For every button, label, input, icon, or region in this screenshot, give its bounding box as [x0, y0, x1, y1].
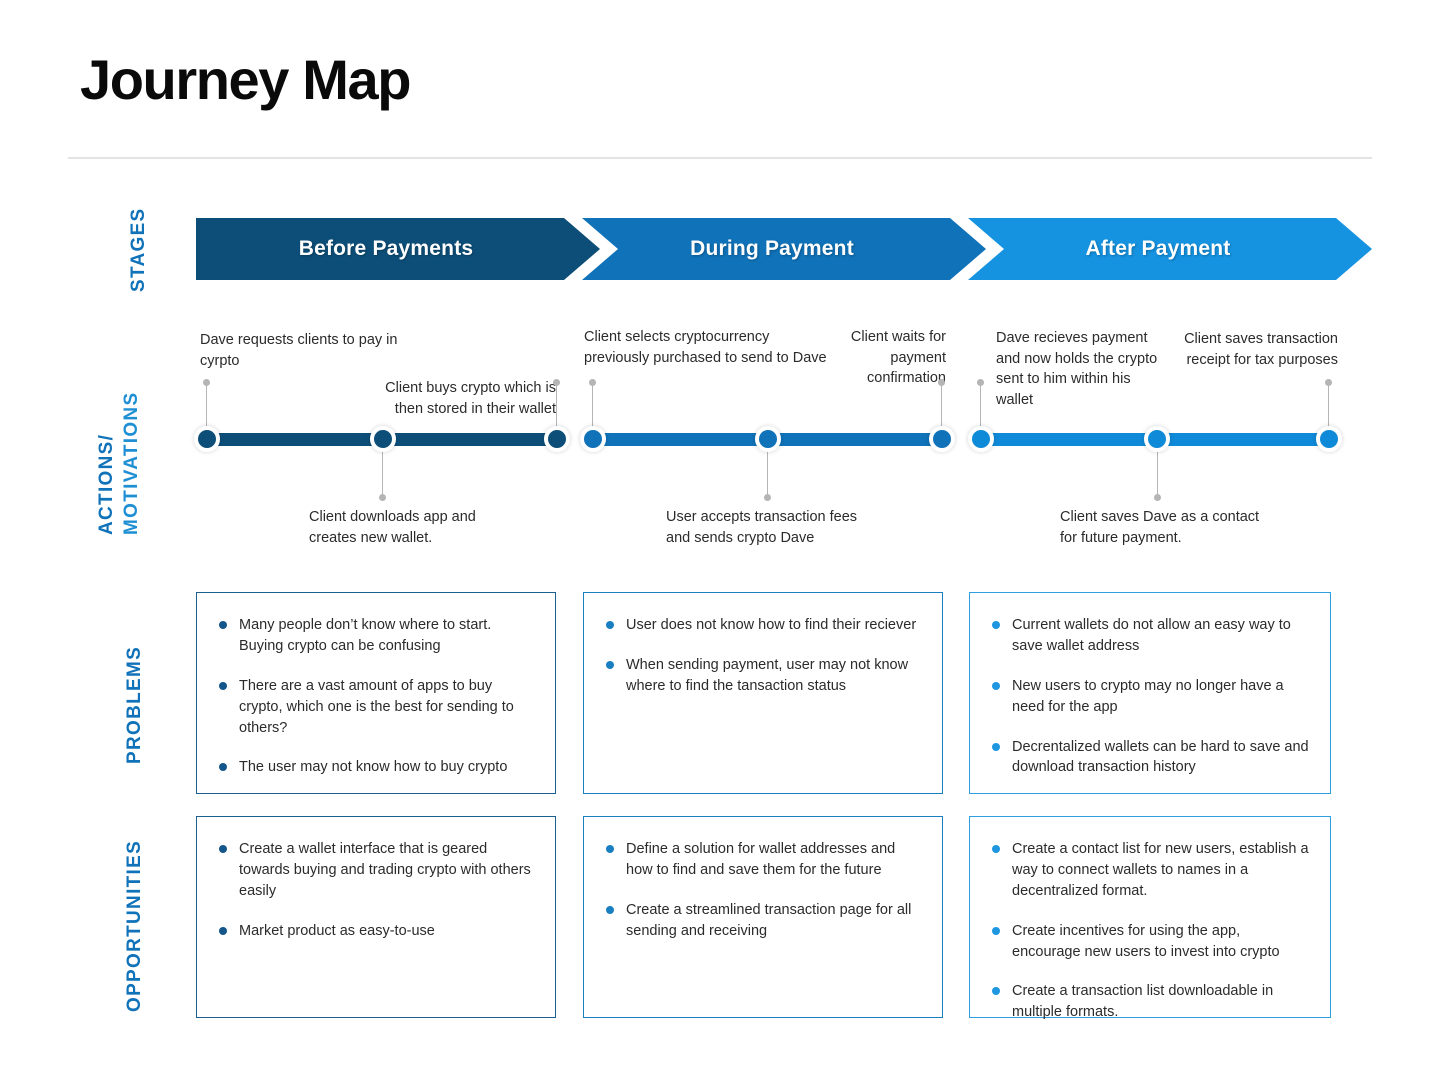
action-note: Client buys crypto which is then stored … [385, 380, 556, 417]
list-item-text: Create a transaction list downloadable i… [1012, 983, 1274, 1021]
leader-line [203, 379, 210, 428]
action-note: Client selects cryptocurrency previously… [584, 329, 827, 366]
leader-line [977, 379, 984, 428]
list-item-text: When sending payment, user may not know … [626, 656, 909, 694]
list-item: Create a transaction list downloadable i… [990, 981, 1310, 1023]
bullet-icon [219, 926, 227, 935]
leader-line [938, 379, 945, 428]
actions-timeline: Dave requests clients to pay in cyrpto C… [0, 300, 1440, 560]
leader-line [589, 379, 596, 428]
problems-list: Many people don’t know where to start. B… [217, 615, 535, 778]
bullet-icon [992, 987, 1000, 996]
action-note: Client waits for payment confirmation [850, 329, 946, 387]
action-note: Client downloads app and creates new wal… [309, 509, 476, 546]
timeline-node[interactable] [194, 426, 220, 452]
list-item-text: New users to crypto may no longer have a… [1012, 677, 1284, 715]
list-item: New users to crypto may no longer have a… [990, 676, 1310, 718]
timeline-node[interactable] [1144, 426, 1170, 452]
stages-banner: Before Payments During Payment After Pay… [196, 218, 1372, 280]
bullet-icon [992, 845, 1000, 853]
opportunities-panel-stage-2: Define a solution for wallet addresses a… [583, 816, 943, 1018]
list-item: Market product as easy-to-use [217, 921, 535, 942]
opportunities-panel-stage-3: Create a contact list for new users, est… [969, 816, 1331, 1020]
list-item: Decrentalized wallets can be hard to sav… [990, 737, 1310, 779]
timeline-node[interactable] [544, 426, 570, 452]
list-item-text: Create a contact list for new users, est… [1012, 841, 1309, 899]
opportunities-panel-stage-1: Create a wallet interface that is geared… [196, 816, 556, 1018]
row-label-opportunities: OPPORTUNITIES [124, 839, 145, 1012]
problems-panel-stage-3: Current wallets do not allow an easy way… [969, 592, 1331, 794]
opportunities-list: Create a contact list for new users, est… [990, 839, 1310, 1023]
list-item-text: Decrentalized wallets can be hard to sav… [1012, 738, 1309, 776]
list-item: Create a contact list for new users, est… [990, 839, 1310, 902]
timeline-node[interactable] [929, 426, 955, 452]
problems-list: Current wallets do not allow an easy way… [990, 615, 1310, 778]
leader-line [1154, 450, 1161, 501]
stage-label: Before Payments [298, 237, 474, 260]
leader-line [379, 450, 386, 501]
list-item: User does not know how to find their rec… [604, 615, 922, 636]
page-title: Journey Map [80, 48, 411, 111]
bullet-icon [606, 621, 614, 629]
list-item: Create a streamlined transaction page fo… [604, 900, 922, 942]
list-item: Create a wallet interface that is geared… [217, 839, 535, 902]
problems-panel-stage-2: User does not know how to find their rec… [583, 592, 943, 794]
action-note: Client saves transaction receipt for tax… [1184, 331, 1338, 368]
timeline-node[interactable] [968, 426, 994, 452]
timeline-node[interactable] [755, 426, 781, 452]
list-item-text: Many people don’t know where to start. B… [239, 617, 492, 654]
action-note: User accepts transaction fees and sends … [666, 509, 858, 546]
bullet-icon [219, 845, 227, 853]
row-label-problems: PROBLEMS [124, 645, 145, 764]
bullet-icon [992, 681, 1000, 690]
opportunities-list: Define a solution for wallet addresses a… [604, 839, 922, 942]
stage-chevron-before-payments[interactable]: Before Payments [196, 218, 600, 280]
timeline-node[interactable] [580, 426, 606, 452]
list-item-text: Create a streamlined transaction page fo… [626, 901, 912, 939]
stage-label: During Payment [690, 237, 854, 260]
leader-line [553, 379, 560, 428]
list-item: Many people don’t know where to start. B… [217, 615, 535, 657]
list-item-text: Current wallets do not allow an easy way… [1012, 617, 1291, 654]
opportunities-list: Create a wallet interface that is geared… [217, 839, 535, 942]
problems-list: User does not know how to find their rec… [604, 615, 922, 697]
list-item-text: The user may not know how to buy crypto [239, 759, 508, 776]
action-note: Dave recieves payment and now holds the … [996, 330, 1158, 408]
bullet-icon [606, 660, 614, 669]
list-item: Define a solution for wallet addresses a… [604, 839, 922, 881]
list-item: There are a vast amount of apps to buy c… [217, 676, 535, 739]
bullet-icon [606, 905, 614, 914]
stage-chevron-during-payment[interactable]: During Payment [582, 218, 986, 280]
problems-panel-stage-1: Many people don’t know where to start. B… [196, 592, 556, 794]
list-item-text: There are a vast amount of apps to buy c… [239, 677, 514, 736]
action-note: Dave requests clients to pay in cyrpto [200, 332, 398, 369]
stage-label: After Payment [1085, 237, 1231, 260]
list-item: Create incentives for using the app, enc… [990, 921, 1310, 963]
leader-line [1325, 379, 1332, 428]
stage-chevron-after-payment[interactable]: After Payment [968, 218, 1372, 280]
bullet-icon [992, 926, 1000, 935]
bullet-icon [219, 621, 227, 629]
bullet-icon [219, 763, 227, 772]
list-item: Current wallets do not allow an easy way… [990, 615, 1310, 657]
bullet-icon [606, 845, 614, 853]
row-label-stages: STAGES [128, 207, 149, 292]
action-note: Client saves Dave as a contact for futur… [1060, 509, 1260, 546]
timeline-node[interactable] [370, 426, 396, 452]
list-item-text: Create incentives for using the app, enc… [1012, 922, 1280, 960]
timeline-node[interactable] [1316, 426, 1342, 452]
list-item: When sending payment, user may not know … [604, 655, 922, 697]
list-item-text: Market product as easy-to-use [239, 922, 435, 939]
list-item-text: Define a solution for wallet addresses a… [626, 841, 896, 878]
leader-line [764, 450, 771, 501]
list-item-text: User does not know how to find their rec… [626, 617, 917, 633]
bullet-icon [992, 621, 1000, 629]
header-divider [68, 157, 1372, 159]
bullet-icon [219, 681, 227, 690]
bullet-icon [992, 742, 1000, 751]
list-item: The user may not know how to buy crypto [217, 757, 535, 778]
list-item-text: Create a wallet interface that is geared… [239, 841, 531, 899]
